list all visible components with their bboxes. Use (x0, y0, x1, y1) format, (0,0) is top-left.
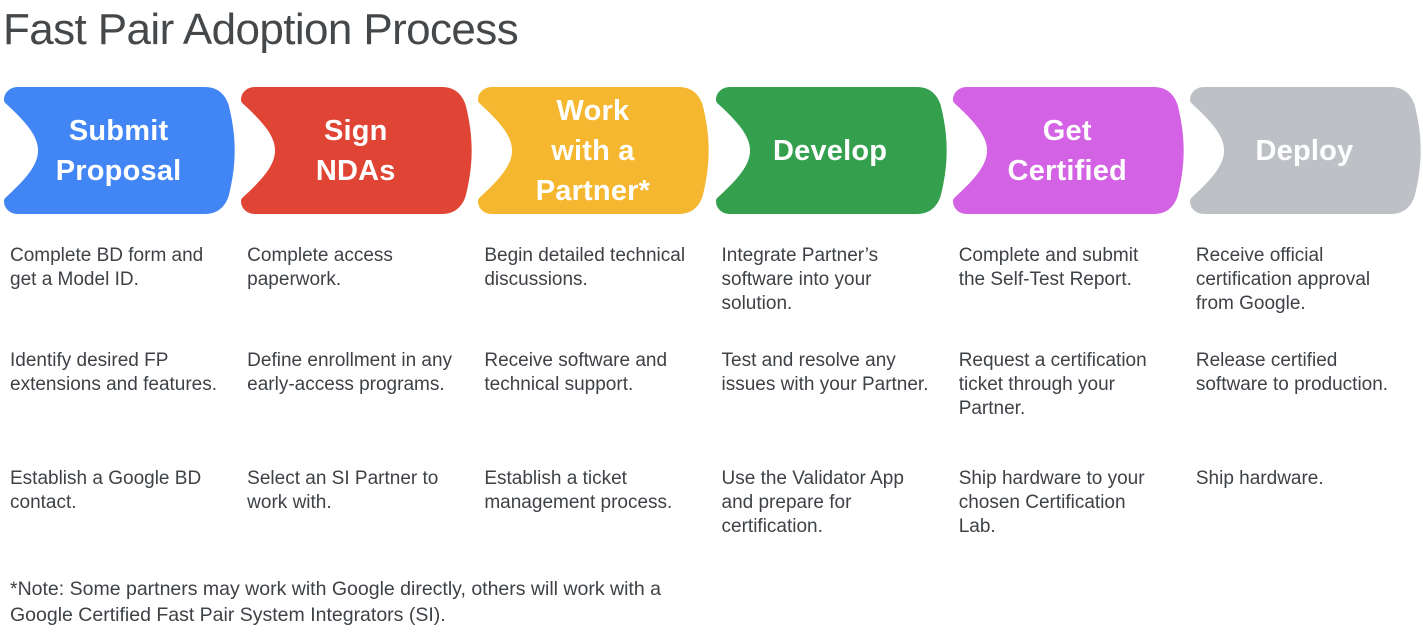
stage-label-line: Partner* (535, 174, 651, 207)
stage-step-1: Complete and submit the Self-Test Report… (958, 245, 1139, 290)
stage-step-3: Ship hardware to your chosen Certificati… (958, 468, 1145, 537)
stage-step-2: Identify desired FP extensions and featu… (10, 350, 218, 395)
stage-label-line: Get (1042, 114, 1092, 147)
stage-step-2: Receive software and technical support. (484, 350, 668, 395)
stage-arrow-shape-icon (241, 87, 472, 214)
stage-step-1: Complete BD form and get a Model ID. (10, 245, 204, 290)
stage-label-line: with a (551, 134, 635, 167)
stage-label-line: NDAs (315, 154, 396, 187)
page-title: Fast Pair Adoption Process (3, 5, 519, 54)
stage-step-2: Release certified software to production… (1195, 350, 1389, 395)
stage-step-1: Begin detailed technical discussions. (484, 245, 686, 290)
stage-step-3: Use the Validator App and prepare for ce… (721, 468, 904, 537)
stage-arrow-shape-icon (715, 87, 947, 214)
stage-step-2: Request a certification ticket through y… (958, 350, 1147, 419)
stage-step-2: Test and resolve any issues with your Pa… (721, 350, 929, 395)
stage-arrow-shape-icon (478, 87, 710, 214)
stage-work-with-a-partner: Work with a Partner* Begin detailed techni… (474, 87, 711, 632)
stage-step-2: Define enrollment in any early-access pr… (247, 350, 453, 395)
stage-label-line: Proposal (55, 154, 182, 187)
stage-arrow-shape-icon (1189, 87, 1421, 214)
stage-step-3: Select an SI Partner to work with. (247, 468, 439, 513)
stage-step-3: Ship hardware. (1195, 468, 1324, 489)
stage-label: Develop (712, 87, 949, 214)
stage-step-3: Establish a ticket management process. (484, 468, 673, 513)
stage-shape: Deploy (1186, 87, 1423, 214)
stage-label-line: Work (556, 94, 630, 127)
stage-arrow-shape-icon (952, 87, 1184, 214)
stage-step-3: Establish a Google BD contact. (10, 468, 202, 513)
stage-label-line: Sign (323, 114, 388, 147)
stage-shape: Develop (712, 87, 949, 214)
stage-step-1: Complete access paperwork. (247, 245, 393, 290)
stage-label-line: Develop (772, 134, 888, 167)
stage-label: Deploy (1186, 87, 1423, 214)
stage-shape: Work with a Partner* (474, 87, 711, 214)
stage-arrow-shape-icon (4, 87, 235, 214)
stage-label-line: Certified (1007, 154, 1127, 187)
stage-label-line: Deploy (1255, 134, 1354, 167)
stage-step-1: Receive official certification approval … (1195, 245, 1371, 314)
footnote: *Note: Some partners may work with Googl… (10, 578, 661, 626)
stage-deploy: Deploy Receive official certification ap… (1186, 87, 1423, 632)
stage-step-1: Integrate Partner’s software into your s… (721, 245, 879, 314)
stage-develop: Develop Integrate Partner’s software int… (712, 87, 949, 632)
stage-label: Work with a Partner* (474, 87, 711, 214)
stage-label-line: Submit (68, 114, 169, 147)
